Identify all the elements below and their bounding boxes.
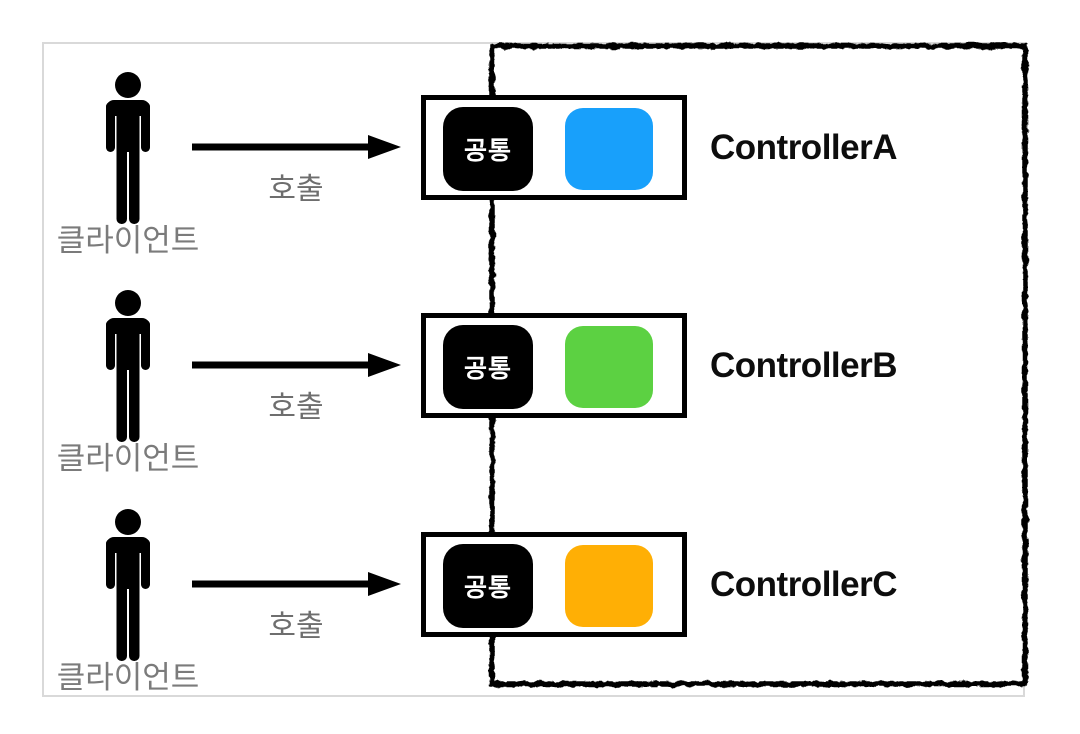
diagram-row-b: 클라이언트 호출 공통 ControllerB xyxy=(42,288,1037,506)
client-label: 클라이언트 xyxy=(56,660,200,695)
controller-label: ControllerC xyxy=(710,564,898,604)
controller-color-chip xyxy=(565,326,653,408)
call-arrow-icon xyxy=(192,572,401,596)
person-icon xyxy=(106,72,150,224)
call-label: 호출 xyxy=(268,173,324,206)
client-figure: 클라이언트 xyxy=(53,70,203,258)
client-label: 클라이언트 xyxy=(56,223,200,258)
controller-color-chip xyxy=(565,108,653,190)
person-icon xyxy=(106,509,150,661)
common-badge: 공통 xyxy=(443,107,533,191)
client-figure: 클라이언트 xyxy=(53,288,203,476)
controller-color-chip xyxy=(565,545,653,627)
diagram-row-c: 클라이언트 호출 공통 ControllerC xyxy=(42,507,1037,725)
call-label: 호출 xyxy=(268,391,324,424)
controller-label: ControllerB xyxy=(710,345,898,385)
controller-box: 공통 xyxy=(421,313,687,418)
client-figure: 클라이언트 xyxy=(53,507,203,695)
controller-label: ControllerA xyxy=(710,127,898,167)
client-label: 클라이언트 xyxy=(56,441,200,476)
call-arrow-icon xyxy=(192,135,401,159)
diagram-row-a: 클라이언트 호출 공통 ControllerA xyxy=(42,70,1037,288)
call-label: 호출 xyxy=(268,610,324,643)
call-arrow-icon xyxy=(192,353,401,377)
common-badge: 공통 xyxy=(443,325,533,409)
controller-box: 공통 xyxy=(421,532,687,637)
controller-box: 공통 xyxy=(421,95,687,200)
common-badge: 공통 xyxy=(443,544,533,628)
person-icon xyxy=(106,290,150,442)
